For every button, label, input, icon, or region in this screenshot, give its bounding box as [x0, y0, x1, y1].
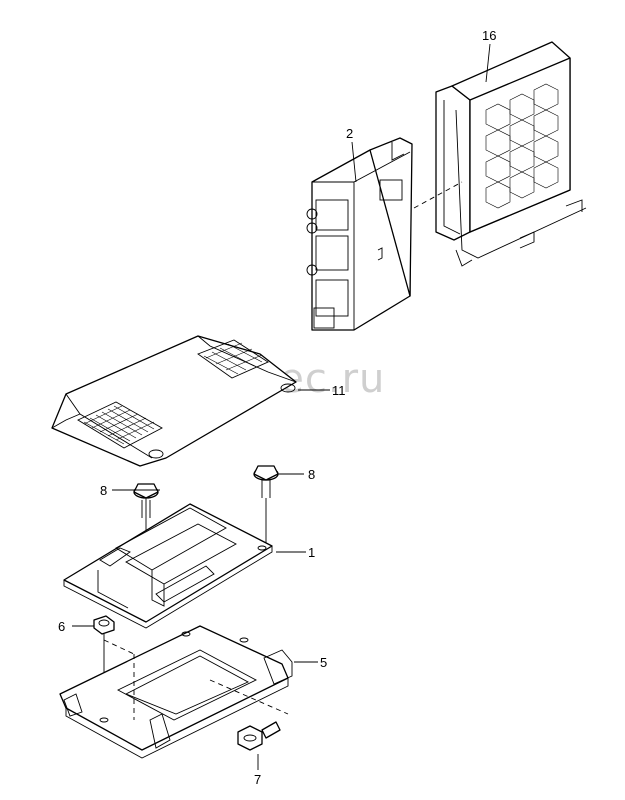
- assembly-link-2-16: [413, 181, 463, 209]
- callout-5: 5: [320, 655, 327, 670]
- callout-16: 16: [482, 28, 496, 43]
- part-5-tray: [59, 625, 293, 759]
- callout-1: 1: [308, 545, 315, 560]
- callout-7: 7: [254, 772, 261, 787]
- part-2-control-unit: [306, 137, 413, 331]
- assembly-dash-lines: [103, 639, 289, 720]
- part-6-nut: [93, 615, 115, 635]
- part-11-cover: [51, 335, 297, 467]
- callout-leaders: [72, 43, 491, 770]
- part-8-bolt-left: [133, 483, 159, 520]
- part-16-mesh-housing: [435, 41, 587, 267]
- callout-8-right: 8: [308, 467, 315, 482]
- part-1-module: [63, 503, 273, 629]
- callout-2: 2: [346, 126, 353, 141]
- callout-8-left: 8: [100, 483, 107, 498]
- callout-6: 6: [58, 619, 65, 634]
- callout-11: 11: [332, 383, 346, 398]
- part-8-bolt-right: [253, 465, 279, 498]
- part-7-screw: [237, 721, 281, 751]
